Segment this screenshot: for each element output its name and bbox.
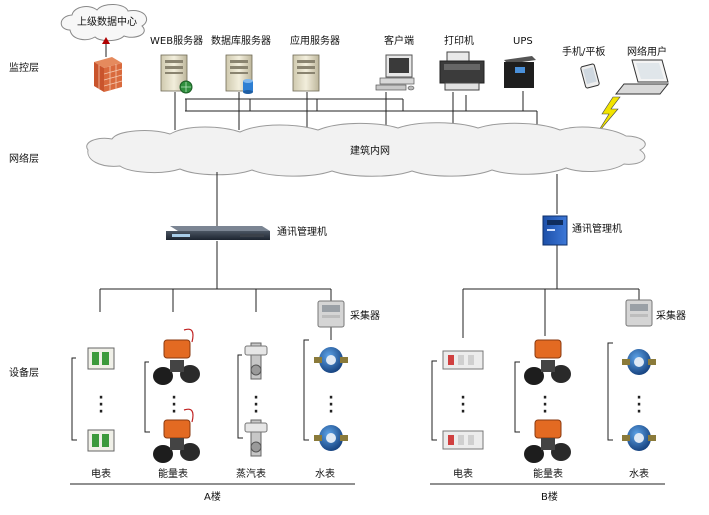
collector-a-icon (317, 300, 345, 328)
electric-meter-b-bottom-icon (442, 430, 484, 450)
cloud-to-gateway-links (216, 172, 558, 226)
upper-data-center-label: 上级数据中心 (77, 17, 137, 28)
firewall-to-cloud-arrow (102, 37, 110, 57)
electric-meter-a-top-icon (87, 347, 115, 370)
upper-data-center-cloud (60, 4, 147, 42)
network-layer-label: 网络层 (9, 154, 39, 165)
water-meter-a-top-icon (314, 347, 348, 373)
phone-tablet-icon (580, 63, 600, 89)
monitor-layer-bus (174, 91, 538, 130)
wireless-bolt-icon (595, 96, 621, 136)
web-server-icon (160, 54, 193, 94)
collector-b-label: 采集器 (656, 311, 686, 322)
energy-meter-a-label: 能量表 (158, 469, 188, 480)
energy-meter-b-top-icon (524, 339, 571, 385)
gateway-a-label: 通讯管理机 (277, 227, 327, 238)
ups-icon (504, 56, 536, 88)
laptop-icon (614, 59, 670, 95)
building-network-cloud (86, 122, 646, 177)
ellipsis-dots: ··· (98, 390, 104, 420)
ellipsis-dots: ··· (253, 390, 259, 420)
electric-meter-a-label: 电表 (91, 469, 111, 480)
building-b-links (431, 245, 640, 441)
collector-a-label: 采集器 (350, 311, 380, 322)
steam-meter-a-label: 蒸汽表 (236, 469, 266, 480)
database-server-icon (225, 54, 253, 94)
energy-meter-b-bottom-icon (524, 419, 571, 463)
gateway-a-icon (166, 226, 270, 240)
ellipsis-dots: ··· (171, 390, 177, 420)
energy-meter-a-top-icon (153, 328, 200, 385)
printer-icon (439, 51, 485, 91)
network-user-label: 网络用户 (627, 47, 667, 58)
ups-label: UPS (513, 36, 533, 47)
water-meter-b-bottom-icon (622, 425, 656, 451)
electric-meter-a-bottom-icon (87, 429, 115, 452)
steam-meter-bottom-icon (244, 419, 268, 457)
web-server-label: WEB服务器 (150, 36, 204, 47)
app-server-label: 应用服务器 (290, 36, 340, 47)
electric-meter-b-label: 电表 (453, 469, 473, 480)
electric-meter-b-top-icon (442, 350, 484, 370)
ellipsis-dots: ··· (328, 390, 334, 420)
energy-meter-b-label: 能量表 (533, 469, 563, 480)
water-meter-b-label: 水表 (629, 469, 649, 480)
client-label: 客户端 (384, 36, 414, 47)
water-meter-a-label: 水表 (315, 469, 335, 480)
printer-label: 打印机 (444, 36, 474, 47)
water-meter-b-top-icon (622, 349, 656, 375)
steam-meter-top-icon (244, 342, 268, 380)
gateway-b-icon (542, 215, 568, 246)
firewall-icon (94, 57, 123, 92)
ellipsis-dots: ··· (542, 390, 548, 420)
building-a-links (71, 241, 332, 441)
energy-meter-a-bottom-icon (153, 408, 200, 463)
building-b-label: B楼 (541, 492, 558, 503)
water-meter-a-bottom-icon (314, 425, 348, 451)
application-server-icon (292, 54, 320, 92)
building-a-label: A楼 (204, 492, 221, 503)
device-layer-label: 设备层 (9, 368, 39, 379)
ellipsis-dots: ··· (460, 390, 466, 420)
gateway-b-label: 通讯管理机 (572, 224, 622, 235)
ellipsis-dots: ··· (636, 390, 642, 420)
monitor-layer-label: 监控层 (9, 63, 39, 74)
client-computer-icon (375, 54, 415, 91)
network-cloud-label: 建筑内网 (350, 146, 390, 157)
phone-tablet-label: 手机/平板 (562, 47, 606, 58)
db-server-label: 数据库服务器 (211, 36, 271, 47)
collector-b-icon (625, 299, 653, 327)
